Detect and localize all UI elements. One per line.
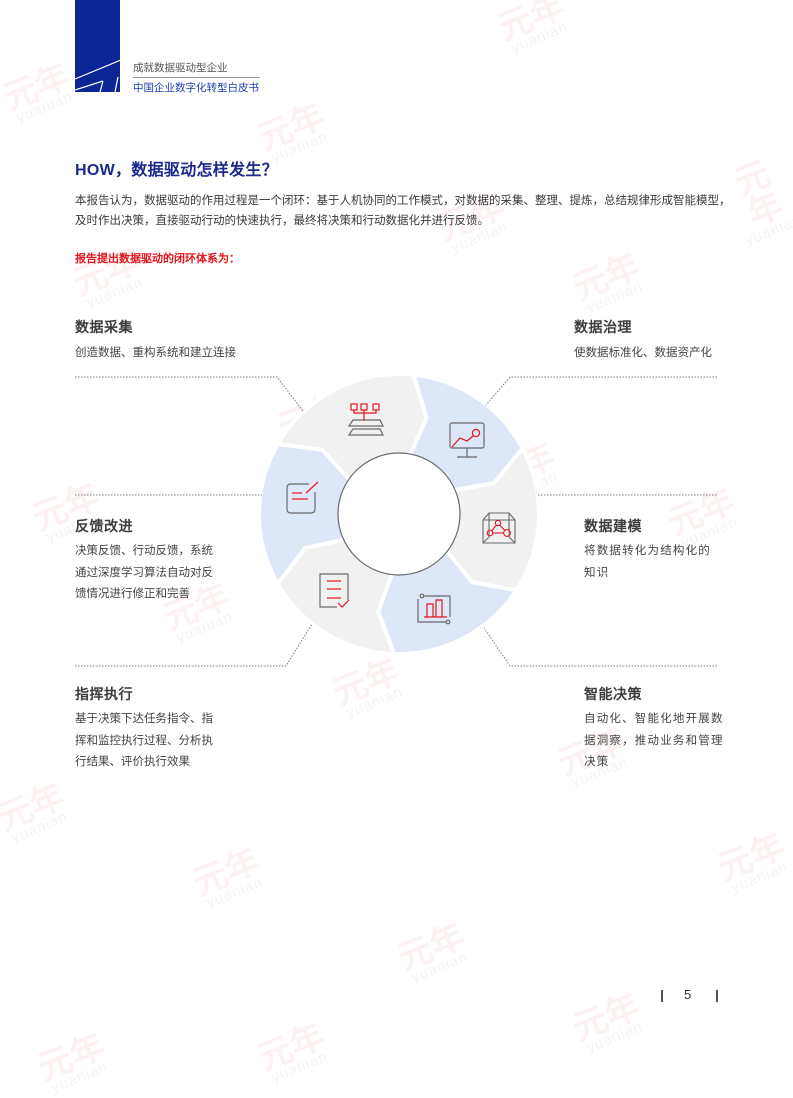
header-series-title: 成就数据驱动型企业 (133, 62, 228, 74)
intro-line: 及时作出决策，直接驱动行动的快速执行，最终将决策和行动数据化并进行反馈。 (75, 215, 489, 227)
model-box-icon (482, 512, 516, 544)
stage-title: 数据采集 (75, 319, 133, 335)
stage-desc: 馈情况进行修正和完善 (75, 588, 190, 600)
stage-feedback-improvement: 反馈改进 决策反馈、行动反馈，系统 通过深度学习算法自动对反 馈情况进行修正和完… (75, 516, 213, 606)
stage-desc: 创造数据、重构系统和建立连接 (75, 347, 236, 359)
stage-desc: 决策 (584, 756, 610, 768)
intro-paragraph: 本报告认为，数据驱动的作用过程是一个闭环：基于人机协同的工作模式，对数据的采集、… (75, 191, 731, 231)
highlight-subtitle: 报告提出数据驱动的闭环体系为： (75, 253, 240, 265)
connector-collection (75, 376, 304, 412)
edit-feedback-icon (286, 481, 319, 514)
stage-title: 数据治理 (574, 319, 632, 335)
brand-blue-bar (75, 0, 120, 92)
stage-intelligent-decision: 智能决策 自动化、智能化地开展数 据洞察，推动业务和管理 决策 (584, 684, 724, 774)
monitor-chart-icon (449, 422, 485, 458)
stage-data-governance: 数据治理 使数据标准化、数据资产化 (574, 317, 712, 365)
stage-desc: 行结果、评价执行效果 (75, 756, 190, 768)
connector-governance (485, 376, 717, 406)
stage-title: 指挥执行 (75, 686, 133, 702)
connector-lines (75, 376, 717, 667)
header-divider (133, 77, 260, 78)
stage-desc: 使数据标准化、数据资产化 (574, 347, 712, 359)
stage-desc: 挥和监控执行过程、分析执 (75, 734, 213, 747)
stage-data-collection: 数据采集 创造数据、重构系统和建立连接 (75, 317, 236, 365)
brand-stripes-icon (75, 59, 120, 92)
stage-command-execution: 指挥执行 基于决策下达任务指令、指 挥和监控执行过程、分析执 行结果、评价执行效… (75, 684, 213, 774)
stage-desc: 基于决策下达任务指令、指 (75, 713, 213, 725)
hub-circle (337, 452, 461, 576)
stage-desc: 将数据转化为结构化的 (584, 545, 711, 557)
stage-desc: 决策反馈、行动反馈，系统 (75, 545, 213, 557)
page-title: HOW，数据驱动怎样发生？ (75, 162, 279, 179)
stage-title: 智能决策 (584, 686, 642, 702)
stage-desc: 自动化、智能化地开展数 (584, 713, 724, 725)
stage-desc: 通过深度学习算法自动对反 (75, 566, 213, 579)
stage-desc: 知识 (584, 566, 610, 579)
stage-data-modeling: 数据建模 将数据转化为结构化的 知识 (584, 516, 711, 584)
page-number-left-bar (661, 990, 663, 1002)
intro-line: 本报告认为，数据驱动的作用过程是一个闭环：基于人机协同的工作模式，对数据的采集、… (75, 195, 731, 207)
stage-title: 数据建模 (584, 518, 642, 534)
document-check-icon (319, 573, 350, 608)
stage-desc: 据洞察，推动业务和管理 (584, 734, 724, 747)
header-book-title: 中国企业数字化转型白皮书 (133, 82, 259, 94)
bar-chart-icon (417, 593, 451, 625)
page-number-right-bar (716, 990, 718, 1002)
connector-execution (75, 623, 313, 667)
connector-decision (483, 627, 717, 667)
stage-title: 反馈改进 (75, 518, 133, 534)
page-number: 5 (684, 987, 692, 1002)
data-collection-icon (347, 403, 384, 436)
